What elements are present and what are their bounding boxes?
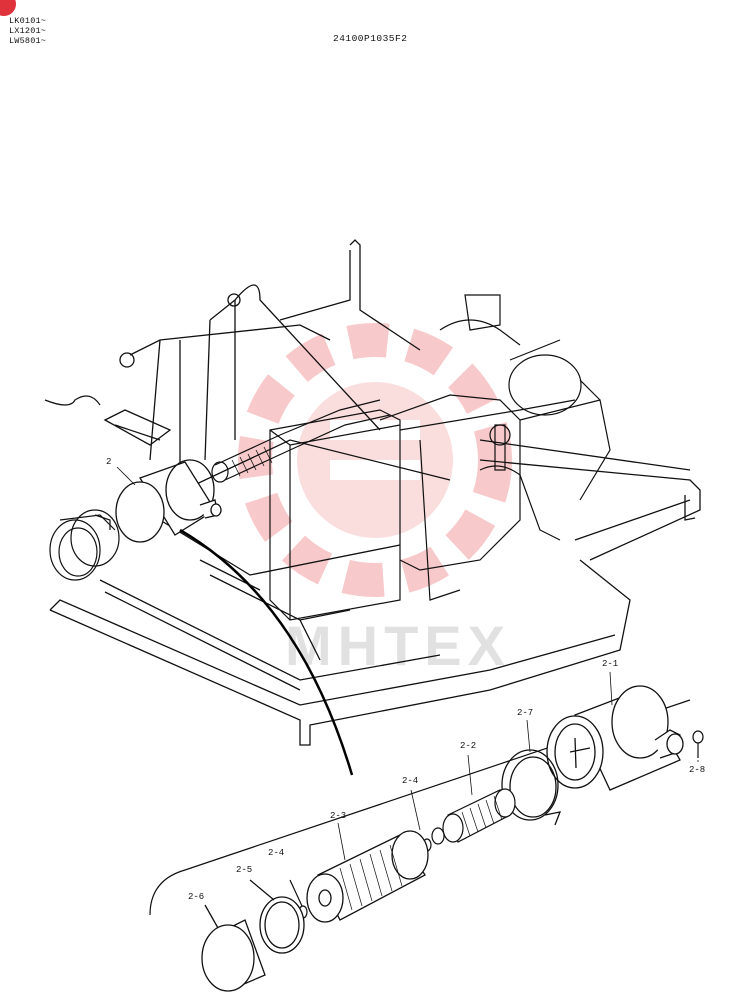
callout-nut-lower: 2-4 [268, 848, 284, 858]
callout-housing: 2-1 [602, 659, 618, 669]
watermark-gear-logo [238, 323, 512, 597]
serial-range: LW5801~ [9, 36, 47, 46]
intake-hose-ribs [231, 446, 273, 477]
engine-block [211, 294, 611, 621]
callout-nut-upper: 2-4 [402, 776, 418, 786]
diagram-part-code: 24100P1035F2 [333, 33, 408, 44]
callout-inner-element: 2-2 [460, 741, 476, 751]
dust-valve [692, 730, 704, 758]
serial-number-list: LK0101~ LX1201~ LW5801~ [9, 16, 46, 46]
callout-cover: 2-6 [188, 892, 204, 902]
leader-curve [179, 528, 354, 776]
inner-filter-element [442, 788, 516, 843]
serial-range: LK0101~ [9, 16, 47, 26]
inner-element-pleats [461, 795, 503, 837]
air-cleaner-assembly-upper [115, 459, 222, 543]
exploded-view-outline [149, 699, 691, 916]
callout-leader-lines [116, 466, 699, 861]
air-cleaner-housing [546, 685, 684, 791]
callout-outer-element: 2-3 [330, 811, 346, 821]
hose-clamps [49, 509, 120, 581]
callout-assembly: 2 [106, 457, 111, 467]
serial-range: LX1201~ [9, 26, 47, 36]
corner-badge [0, 0, 16, 16]
outer-filter-element [306, 830, 429, 923]
watermark-text: MHTEX [285, 614, 511, 677]
end-cover [201, 904, 266, 992]
callout-band: 2-7 [517, 708, 533, 718]
callout-valve: 2-8 [689, 765, 705, 775]
outer-element-pleats [339, 844, 403, 911]
callout-gasket: 2-5 [236, 865, 252, 875]
gasket [249, 879, 305, 954]
